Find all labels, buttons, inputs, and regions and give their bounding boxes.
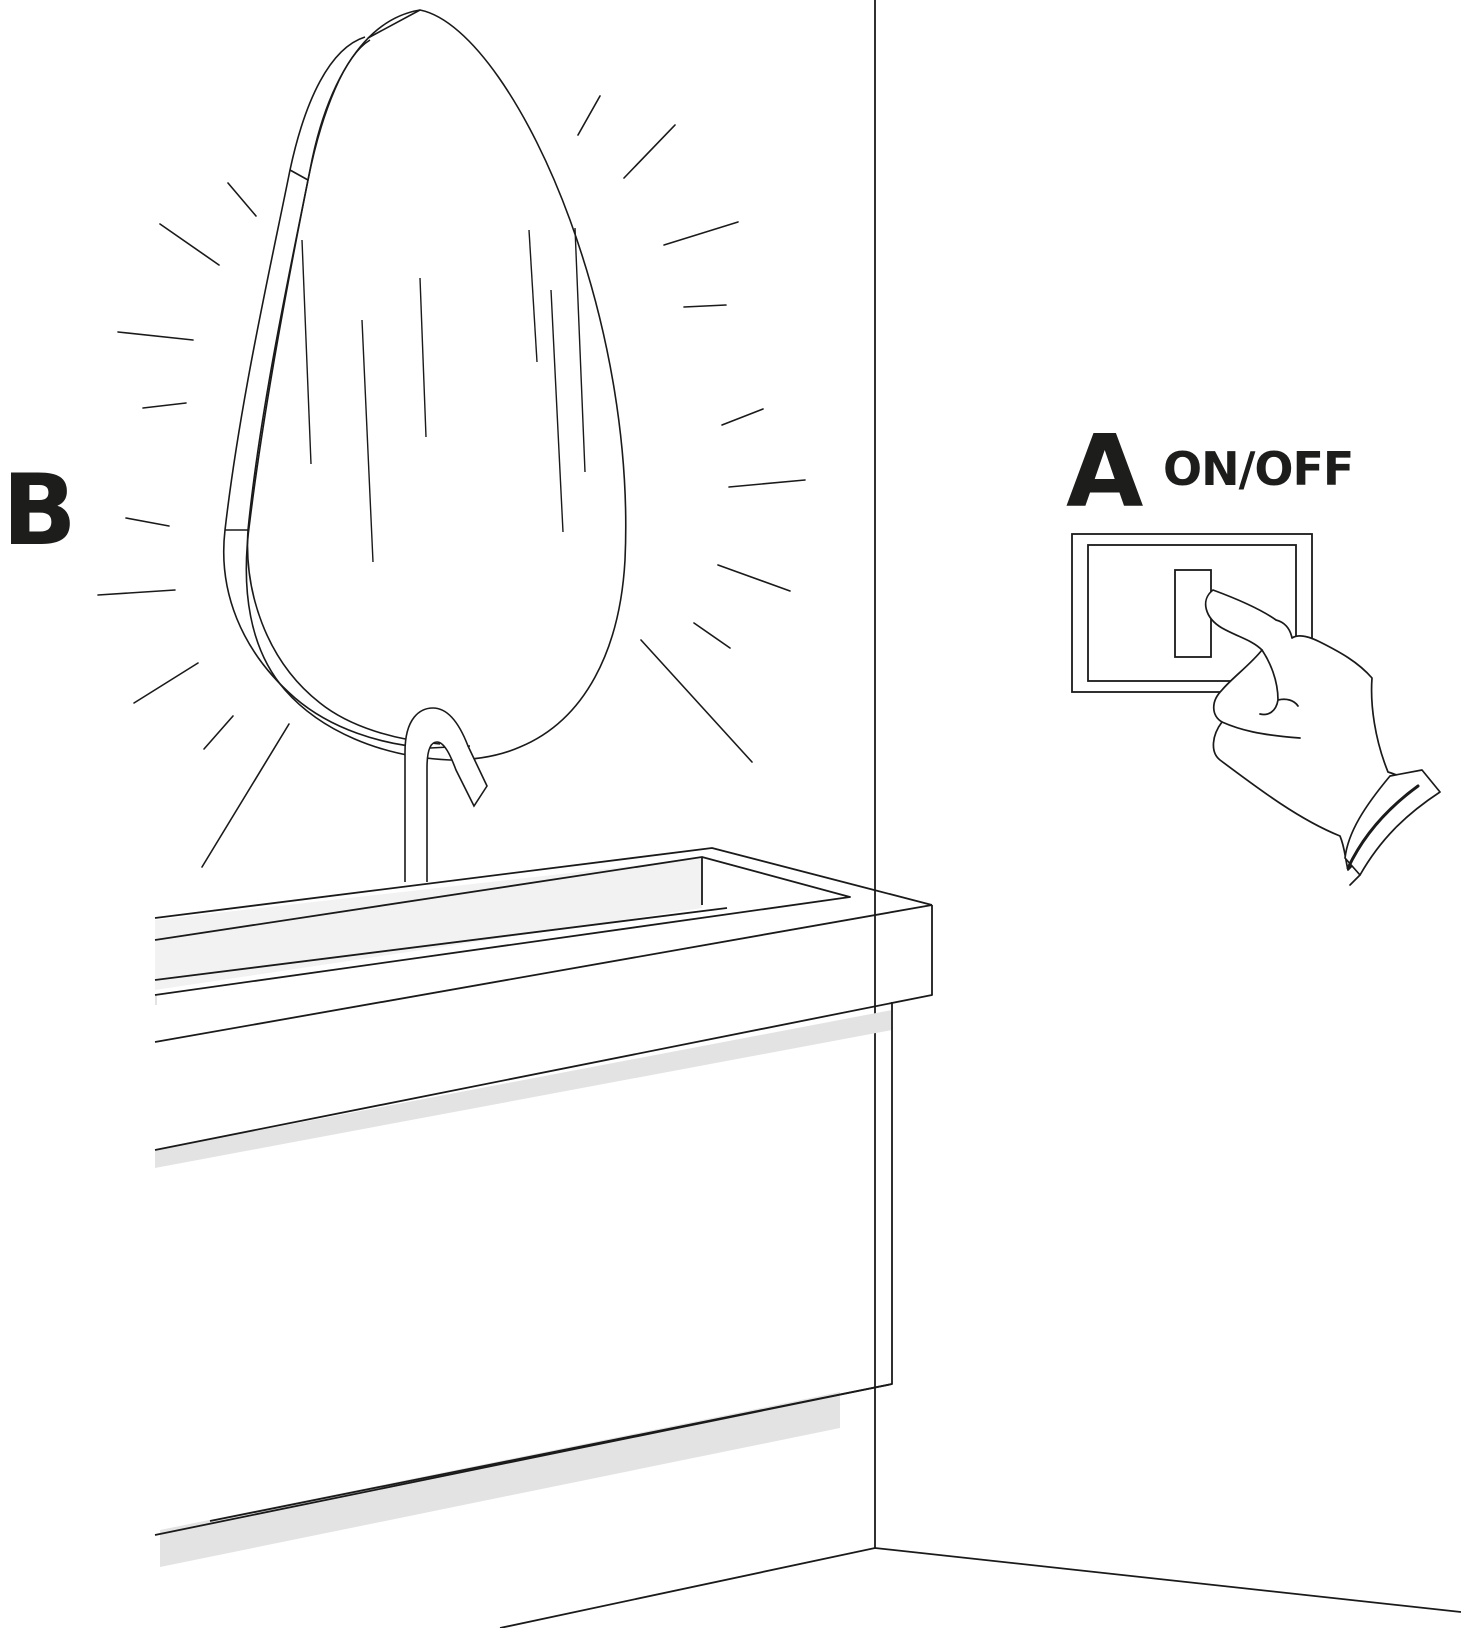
mirror-glass [245,9,627,761]
room-walls [499,0,1461,1628]
switch-marker-label: A [1066,413,1143,530]
wall-switch-icon [1071,533,1313,693]
switch-outer-plate [1071,533,1313,693]
switch-rocker [1174,569,1212,658]
basin-interior [155,858,702,990]
teardrop-mirror-icon [222,9,627,761]
switch-caption-label: ON/OFF [1163,442,1354,496]
mirror-reflection-lines [301,227,586,563]
vanity-cabinet-icon [154,847,933,1567]
shadow-basin-side [155,995,157,1005]
shadow-drawer [160,1392,840,1567]
pointing-hand-icon [1204,589,1441,886]
mirror-marker-label: B [2,454,77,568]
mirror-frame-inner [246,39,441,745]
switch-inner-plate [1087,544,1297,682]
shirt-cuff [1344,769,1441,876]
mirror-frame-outer [222,36,471,749]
shadow-countertop [155,1010,892,1168]
floor-line [499,1547,1461,1628]
cuff-band [1346,784,1420,870]
glow-rays-icon [97,95,806,868]
hand-fingers [1221,649,1301,739]
faucet-icon [404,707,488,882]
